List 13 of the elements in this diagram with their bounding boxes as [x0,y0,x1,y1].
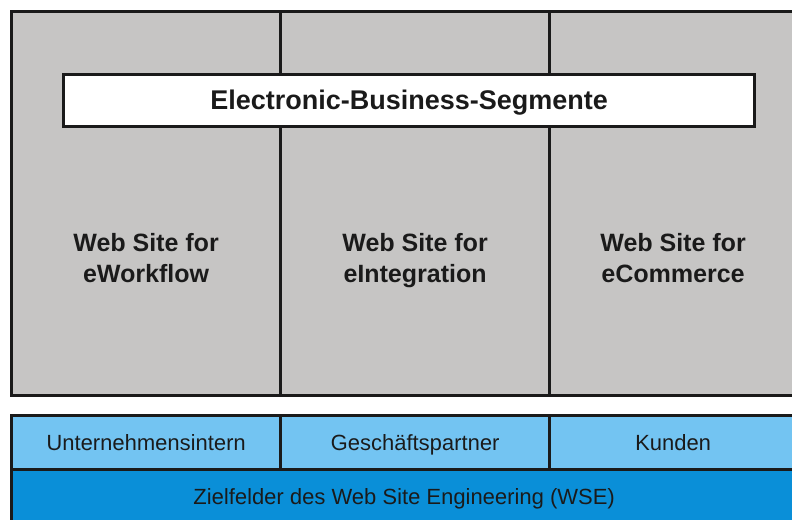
node-label: Kunden [635,430,711,456]
node-label: Geschäftspartner [330,430,500,456]
title-banner [62,73,756,128]
node-label: Unternehmensintern [46,430,246,456]
target-cell [279,414,551,471]
target-cell [548,414,792,471]
target-cell [10,414,282,471]
node-label: Zielfelder des Web Site Engineering (WSE) [193,484,615,510]
base-bar [10,471,792,520]
node-label: Web Site for eWorkflow [72,228,220,290]
title-text: Electronic-Business-Segmente [210,85,608,116]
node-label: Web Site for eIntegration [341,228,489,290]
node-label: Web Site for eCommerce [599,228,747,290]
